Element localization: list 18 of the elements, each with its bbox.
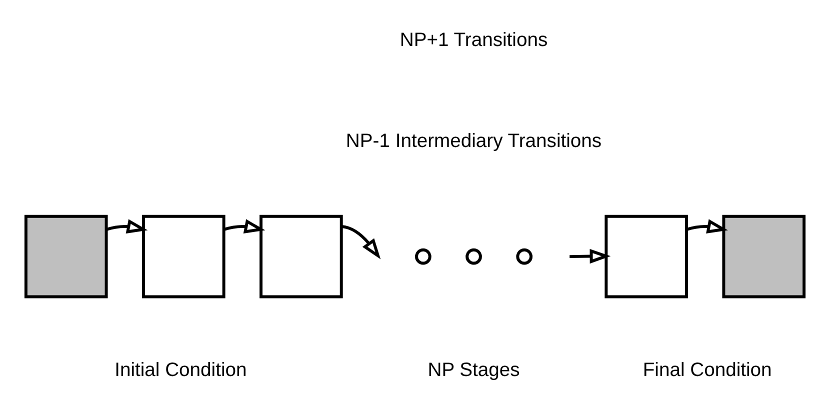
arrow [342, 225, 381, 260]
arrow [570, 248, 611, 264]
arrow [106, 219, 148, 234]
node-box [604, 214, 688, 298]
label: NP Stages [428, 359, 520, 382]
label: Initial Condition [114, 359, 247, 382]
node-circle [516, 248, 533, 265]
node-box [260, 214, 343, 298]
label: NP+1 Transitions [400, 28, 548, 51]
label: NP-1 Intermediary Transitions [346, 130, 602, 152]
arrow [686, 219, 728, 234]
node-box [142, 214, 226, 298]
label: Final Condition [642, 359, 772, 382]
node-box [722, 214, 806, 298]
node-circle [466, 248, 482, 265]
node-box [24, 214, 108, 298]
arrow [224, 219, 266, 234]
node-circle [415, 248, 432, 265]
